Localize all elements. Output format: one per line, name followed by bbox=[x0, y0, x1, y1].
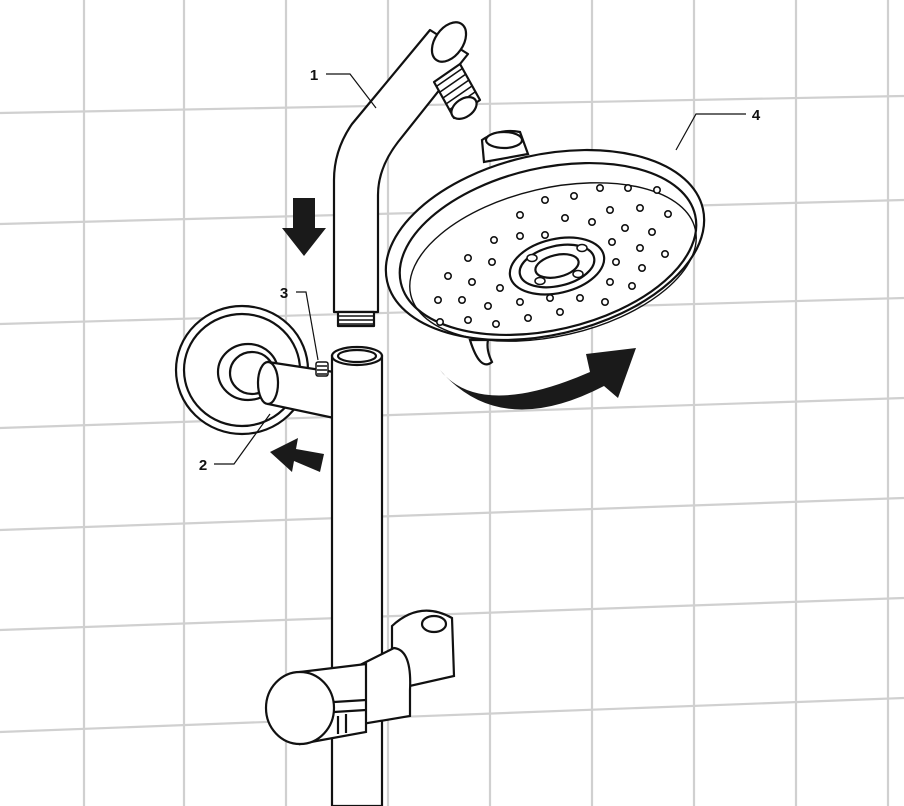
callout-3: 3 bbox=[280, 285, 288, 302]
callout-2: 2 bbox=[199, 457, 207, 474]
arrow-right-icon bbox=[270, 438, 324, 472]
rotate-arrow-icon bbox=[440, 348, 636, 410]
handshower-holder bbox=[264, 609, 456, 746]
set-screw bbox=[315, 361, 329, 377]
callout-1: 1 bbox=[310, 67, 318, 84]
arrow-down-icon bbox=[282, 198, 326, 256]
callout-4: 4 bbox=[752, 107, 761, 124]
showerhead bbox=[384, 129, 706, 366]
shower-arm bbox=[332, 21, 482, 328]
callout-leaders bbox=[214, 73, 746, 465]
